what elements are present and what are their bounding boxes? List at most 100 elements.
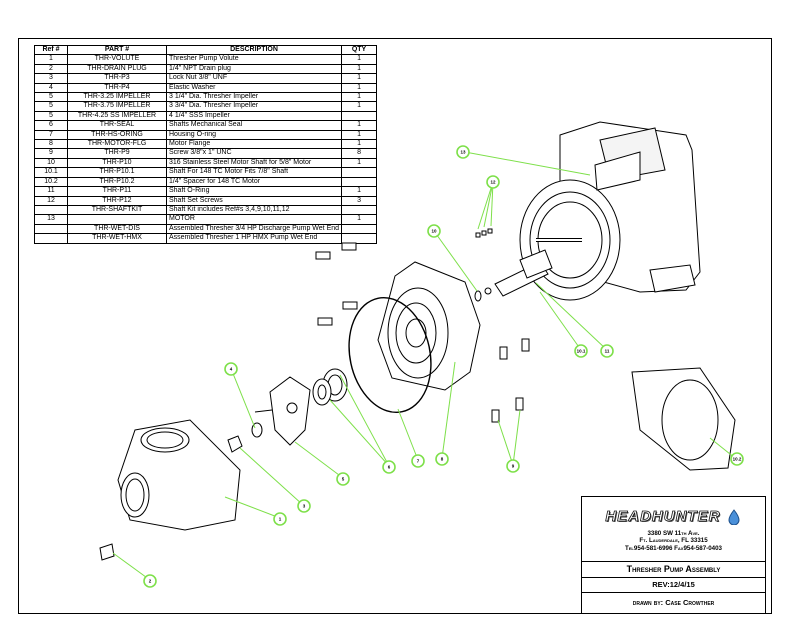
callout-circle [224, 362, 238, 376]
callout-label: 6 [388, 465, 391, 470]
company-address: 3380 SW 11th Ave. Ft. Lauderdale, FL 333… [582, 530, 765, 552]
callout-circle [427, 224, 441, 238]
description-cell: 1/4" Spacer for 148 TC Motor [165, 176, 343, 188]
callout-10: 10 [427, 224, 441, 238]
qty-cell: 1 [341, 54, 378, 65]
qty-cell: 1 [341, 129, 378, 141]
callout-9: 9 [506, 459, 520, 473]
callout-2: 2 [143, 574, 157, 588]
callout-6: 6 [382, 460, 396, 474]
housing-o-ring [348, 296, 432, 414]
qty-cell: 1 [341, 92, 378, 103]
callout-circle [574, 344, 588, 358]
mechanical-seal [312, 368, 348, 406]
callout-11: 11 [600, 344, 614, 358]
drawing-frame [18, 38, 772, 614]
qty-cell: 1 [341, 186, 378, 197]
pump-volute [117, 419, 241, 531]
callout-10-1: 10.1 [574, 344, 588, 358]
callout-8: 8 [435, 452, 449, 466]
qty-cell: 8 [341, 148, 378, 159]
callout-label: 12 [490, 180, 496, 185]
description-cell: Assembled Thresher 3/4 HP Discharge Pump… [165, 223, 343, 235]
callout-7: 7 [411, 454, 425, 468]
qty-cell: 1 [341, 101, 378, 112]
address-line-1: 3380 SW 11th Ave. [647, 530, 700, 537]
callout-label: 10.2 [733, 457, 742, 462]
title-block: HEADHUNTER 3380 SW 11th Ave. Ft. Lauderd… [581, 496, 766, 614]
motor-flange [377, 261, 481, 391]
callout-circle [273, 512, 287, 526]
header-description: DESCRIPTION [165, 44, 343, 56]
lock-nut [227, 435, 243, 453]
callout-label: 7 [417, 459, 420, 464]
callout-label: 10.1 [577, 349, 586, 354]
thresher-impeller [254, 376, 311, 446]
drawing-title: Thresher Pump Assembly [582, 561, 765, 577]
callout-label: 4 [230, 367, 233, 372]
callout-circle [435, 452, 449, 466]
qty-cell: 1 [341, 120, 378, 131]
callout-circle [486, 175, 500, 189]
callout-10-2: 10.2 [730, 452, 744, 466]
brand-logo: HEADHUNTER [582, 499, 765, 535]
description-cell: Shaft For 148 TC Motor Fits 7/8" Shaft [165, 167, 343, 178]
callout-label: 5 [342, 477, 345, 482]
qty-cell [341, 233, 378, 244]
address-line-2: Ft. Lauderdale, FL 33315 [639, 537, 708, 545]
phone-fax: Tel954-581-6996 Fax954-587-0403 [624, 544, 722, 552]
description-cell: Assembled Thresher 1 HP HMX Pump Wet End [165, 233, 343, 244]
callout-label: 13 [460, 150, 466, 155]
description-cell: Shaft Kit includes Ref#s 3,4,9,10,11,12 [165, 204, 343, 216]
qty-cell: 1 [341, 63, 378, 75]
description-cell: 316 Stainless Steel Motor Shaft for 5/8"… [165, 157, 343, 169]
callout-circle [600, 344, 614, 358]
callout-circle [336, 472, 350, 486]
drain-plug [99, 543, 115, 561]
shaft-set-screws [475, 228, 493, 238]
callout-12: 12 [486, 175, 500, 189]
revision: REV:12/4/15 [582, 577, 765, 592]
callout-circle [411, 454, 425, 468]
brand-name: HEADHUNTER [605, 508, 721, 526]
callout-circle [297, 499, 311, 513]
water-drop-icon [728, 509, 740, 526]
description-cell: 3 3/4" Dia. Thresher Impeller [165, 101, 343, 112]
flange-bolts [315, 242, 530, 423]
callout-4: 4 [224, 362, 238, 376]
callout-label: 11 [605, 349, 610, 354]
callout-circle [730, 452, 744, 466]
callout-circle [143, 574, 157, 588]
motor-spacer [631, 367, 736, 471]
callout-label: 1 [279, 517, 282, 522]
callout-label: 2 [149, 579, 152, 584]
callout-13: 13 [456, 145, 470, 159]
callout-label: 8 [441, 457, 444, 462]
drawn-by: drawn by: Case Crowther [582, 592, 765, 613]
callout-3: 3 [297, 499, 311, 513]
header-qty: QTY [341, 44, 378, 56]
callout-label: 9 [512, 464, 515, 469]
leader-lines [112, 151, 736, 581]
qty-cell: 1 [341, 157, 378, 169]
callout-circle [382, 460, 396, 474]
motor-shaft [474, 249, 553, 302]
parts-table-header: Ref # PART # DESCRIPTION QTY [34, 44, 378, 56]
qty-cell: 1 [341, 73, 378, 84]
description-cell: 3 1/4" Dia. Thresher Impeller [165, 92, 343, 103]
callout-label: 3 [303, 504, 306, 509]
qty-cell: 1 [341, 214, 378, 225]
callout-circle [506, 459, 520, 473]
qty-cell: 3 [341, 195, 378, 206]
